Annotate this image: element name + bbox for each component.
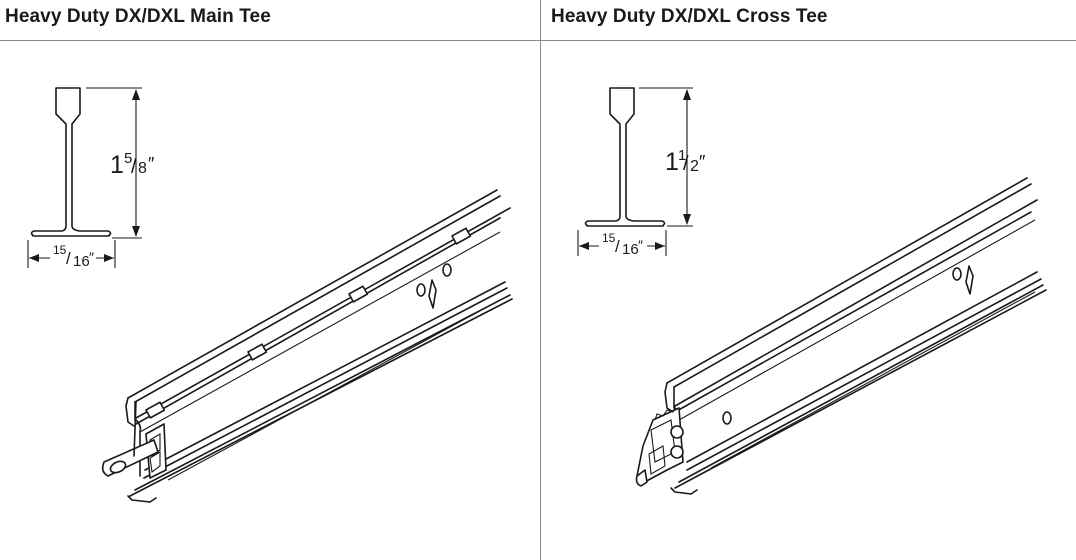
main-tee-width-inch: ″ (89, 249, 94, 265)
main-tee-height-whole: 1 (110, 151, 124, 179)
main-tee-drawing: 1 5 / 8 ″ 15 / 16 ″ (27, 87, 513, 503)
cross-tee-panel: Heavy Duty DX/DXL Cross Tee 1 1 / 2 ″ (541, 0, 1076, 560)
svg-text:/: / (683, 153, 689, 175)
main-tee-height-inch: ″ (148, 154, 155, 174)
cross-tee-height-dimension: 1 1 / 2 ″ (639, 87, 706, 227)
header-divider (0, 40, 1076, 41)
main-tee-rail-perspective (101, 189, 513, 503)
cross-tee-height-numerator: 1 (678, 147, 686, 164)
cross-tee-height-whole: 1 (665, 148, 679, 176)
main-tee-height-dimension: 1 5 / 8 ″ (86, 87, 155, 239)
main-tee-height-denominator: 8 (138, 160, 147, 177)
cross-tee-title: Heavy Duty DX/DXL Cross Tee (551, 6, 828, 27)
cross-tee-width-numerator: 15 (602, 231, 616, 245)
column-divider (540, 0, 541, 560)
cross-tee-cross-section (584, 87, 666, 227)
main-tee-height-numerator: 5 (124, 150, 132, 167)
cross-tee-rail-perspective (635, 177, 1047, 495)
main-tee-panel: Heavy Duty DX/DXL Main Tee 1 5 / 8 ″ (5, 6, 513, 503)
main-tee-cross-section (30, 87, 112, 237)
main-tee-width-numerator: 15 (53, 243, 67, 257)
cross-tee-height-inch: ″ (699, 152, 706, 172)
svg-text:/: / (66, 249, 71, 268)
cross-tee-width-inch: ″ (638, 237, 643, 253)
cross-tee-width-denominator: 16 (622, 241, 639, 258)
cross-tee-width-dimension: 15 / 16 ″ (577, 230, 667, 258)
main-tee-width-dimension: 15 / 16 ″ (27, 240, 116, 270)
svg-text:/: / (615, 237, 620, 256)
cross-tee-drawing: 1 1 / 2 ″ 15 / 16 ″ (577, 87, 1047, 495)
main-tee-width-denominator: 16 (73, 253, 90, 270)
svg-text:/: / (131, 156, 137, 178)
cross-tee-height-denominator: 2 (690, 158, 699, 175)
main-tee-title: Heavy Duty DX/DXL Main Tee (5, 6, 271, 27)
